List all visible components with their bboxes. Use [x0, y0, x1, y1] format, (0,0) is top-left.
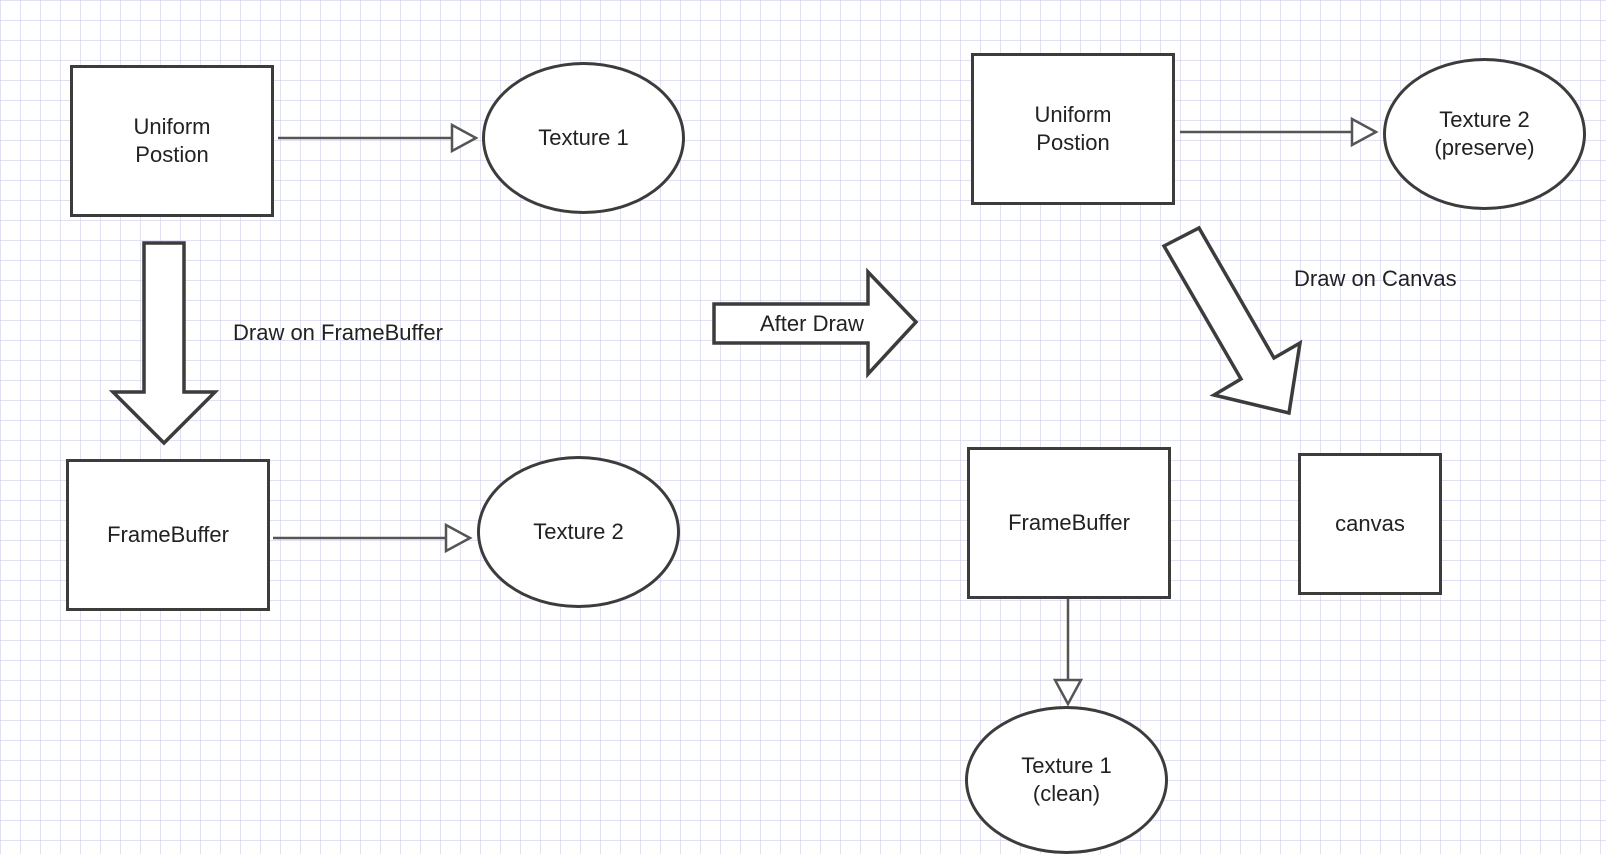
arrow-uniform-to-texture1: [278, 122, 479, 154]
node-texture1-clean[interactable]: Texture 1 (clean): [965, 706, 1168, 854]
label-after-draw: After Draw: [760, 311, 864, 336]
block-arrow-down: [108, 241, 220, 446]
node-uniform-position-left[interactable]: Uniform Postion: [70, 65, 274, 217]
label-draw-on-canvas: Draw on Canvas: [1294, 266, 1457, 291]
node-uniform-position-right[interactable]: Uniform Postion: [971, 53, 1175, 205]
node-texture1-left[interactable]: Texture 1: [482, 62, 685, 214]
arrow-framebuffer-to-texture1-right: [1052, 598, 1084, 707]
node-framebuffer-right[interactable]: FrameBuffer: [967, 447, 1171, 599]
node-texture2-preserve[interactable]: Texture 2 (preserve): [1383, 58, 1586, 210]
node-canvas[interactable]: canvas: [1298, 453, 1442, 595]
node-texture2-left[interactable]: Texture 2: [477, 456, 680, 608]
block-arrow-diagonal: [1161, 225, 1303, 416]
arrow-uniform-to-texture2-right: [1180, 116, 1379, 148]
node-framebuffer-left[interactable]: FrameBuffer: [66, 459, 270, 611]
block-arrow-right: [712, 267, 919, 379]
label-draw-on-framebuffer: Draw on FrameBuffer: [233, 320, 443, 345]
arrow-framebuffer-to-texture2: [273, 522, 473, 554]
